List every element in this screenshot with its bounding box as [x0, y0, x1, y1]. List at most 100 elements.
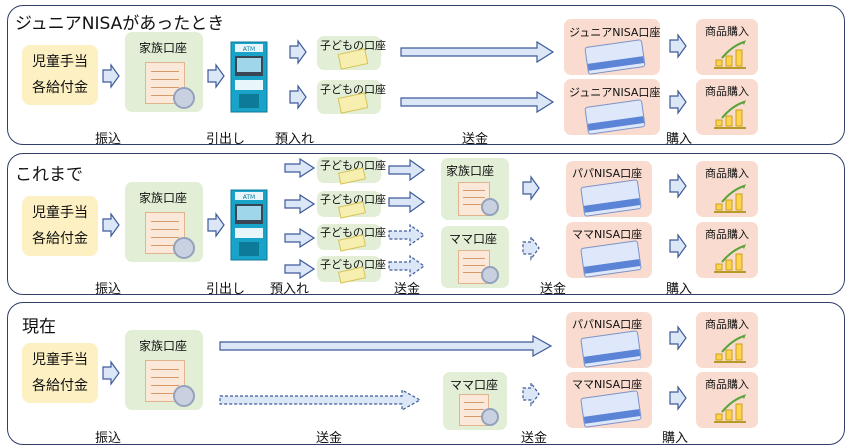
growth-plant-icon [713, 183, 747, 213]
junior-nisa-box: ジュニアNISA口座 [564, 79, 660, 135]
mama-account-label: ママ口座 [450, 378, 499, 392]
purchase-box: 商品購入 [696, 161, 758, 217]
dashed-arrow-icon [219, 388, 422, 412]
allowance-line2: 各給付金 [32, 378, 88, 394]
mama-account-label: ママ口座 [449, 232, 498, 246]
mama-account-box: ママ口座 [443, 372, 507, 430]
junior-nisa-box: ジュニアNISA口座 [564, 19, 660, 75]
growth-plant-icon [713, 39, 747, 69]
caption-purchase: 購入 [666, 282, 693, 297]
child-account-label: 子どもの口座 [320, 39, 386, 52]
mama-nisa-label: ママNISA口座 [572, 228, 643, 241]
child-account-box: 子どもの口座 [317, 256, 386, 284]
allowance-line1: 児童手当 [32, 54, 88, 70]
family-account-label: 家族口座 [446, 164, 495, 178]
dashed-arrow-icon [388, 223, 426, 247]
child-account-label: 子どもの口座 [320, 159, 386, 172]
allowance-line2: 各給付金 [32, 231, 88, 247]
child-account-label: 子どもの口座 [320, 226, 386, 239]
purchase-label: 商品購入 [705, 318, 749, 331]
allowance-line2: 各給付金 [32, 80, 88, 96]
arrow-icon [669, 174, 687, 198]
child-account-label: 子どもの口座 [320, 258, 386, 271]
arrow-icon [669, 386, 687, 410]
growth-plant-icon [713, 243, 747, 273]
panel-title: 現在 [22, 317, 56, 337]
allowance-box: 児童手当 各給付金 [22, 196, 98, 256]
papa-nisa-label: パパNISA口座 [572, 318, 643, 331]
child-account-box: 子どもの口座 [317, 36, 386, 70]
arrow-icon [102, 213, 120, 237]
caption-deposit: 預入れ [270, 282, 310, 297]
purchase-label: 商品購入 [705, 228, 749, 241]
caption-send: 送金 [316, 431, 343, 446]
coin-icon [481, 266, 499, 284]
dashed-arrow-icon [522, 381, 540, 407]
arrow-icon [289, 85, 307, 109]
arrow-icon [522, 176, 540, 200]
growth-plant-icon [713, 393, 747, 423]
arrow-icon [669, 34, 687, 58]
caption-send: 送金 [394, 282, 421, 297]
family-account-box: 家族口座 [125, 32, 203, 112]
atm-icon: ATM [229, 188, 269, 262]
long-arrow-icon [400, 90, 555, 114]
purchase-label: 商品購入 [705, 167, 749, 180]
arrow-icon [284, 193, 316, 215]
arrow-icon [669, 90, 687, 114]
arrow-icon [102, 361, 120, 385]
caption-send: 送金 [540, 282, 567, 297]
family-account-box: 家族口座 [125, 182, 203, 262]
coin-icon [173, 87, 195, 109]
long-arrow-icon [400, 40, 555, 64]
caption-send: 送金 [521, 431, 548, 446]
arrow-icon [289, 40, 307, 64]
svg-text:ATM: ATM [243, 194, 255, 201]
arrow-icon [669, 234, 687, 258]
allowance-line1: 児童手当 [32, 205, 88, 221]
papa-nisa-box: パパNISA口座 [566, 312, 652, 368]
coin-icon [173, 385, 195, 407]
caption-deposit: 預入れ [275, 132, 315, 147]
child-account-box: 子どもの口座 [317, 224, 386, 252]
purchase-label: 商品購入 [705, 85, 749, 98]
child-account-label: 子どもの口座 [320, 193, 386, 206]
dashed-arrow-icon [522, 235, 540, 261]
mama-account-box: ママ口座 [441, 226, 509, 288]
arrow-icon [669, 326, 687, 350]
svg-text:ATM: ATM [243, 46, 255, 53]
arrow-icon [388, 158, 426, 182]
caption-withdraw: 引出し [206, 282, 246, 297]
child-account-label: 子どもの口座 [320, 83, 386, 96]
mama-nisa-label: ママNISA口座 [572, 378, 643, 391]
growth-plant-icon [713, 99, 747, 129]
caption-transfer: 振込 [95, 132, 122, 147]
child-account-box: 子どもの口座 [317, 80, 386, 114]
panel-title: これまで [15, 165, 83, 185]
dashed-arrow-icon [388, 254, 426, 278]
family-account-box: 家族口座 [441, 158, 509, 220]
allowance-line1: 児童手当 [32, 352, 88, 368]
arrow-icon [284, 227, 316, 249]
growth-plant-icon [713, 333, 747, 363]
arrow-icon [284, 157, 316, 179]
family-account-box: 家族口座 [125, 330, 203, 410]
coin-icon [173, 237, 195, 259]
allowance-box: 児童手当 各給付金 [22, 343, 98, 403]
caption-purchase: 購入 [662, 431, 689, 446]
caption-transfer: 振込 [95, 282, 122, 297]
long-arrow-icon [219, 334, 553, 358]
papa-nisa-box: パパNISA口座 [566, 161, 652, 217]
caption-send: 送金 [462, 132, 489, 147]
caption-purchase: 購入 [666, 132, 693, 147]
junior-nisa-label: ジュニアNISA口座 [569, 26, 661, 39]
purchase-label: 商品購入 [705, 378, 749, 391]
arrow-icon [284, 258, 316, 280]
purchase-label: 商品購入 [705, 25, 749, 38]
family-account-label: 家族口座 [139, 339, 188, 353]
arrow-icon [207, 213, 225, 237]
family-account-label: 家族口座 [139, 41, 188, 55]
coin-icon [481, 198, 499, 216]
caption-transfer: 振込 [95, 431, 122, 446]
